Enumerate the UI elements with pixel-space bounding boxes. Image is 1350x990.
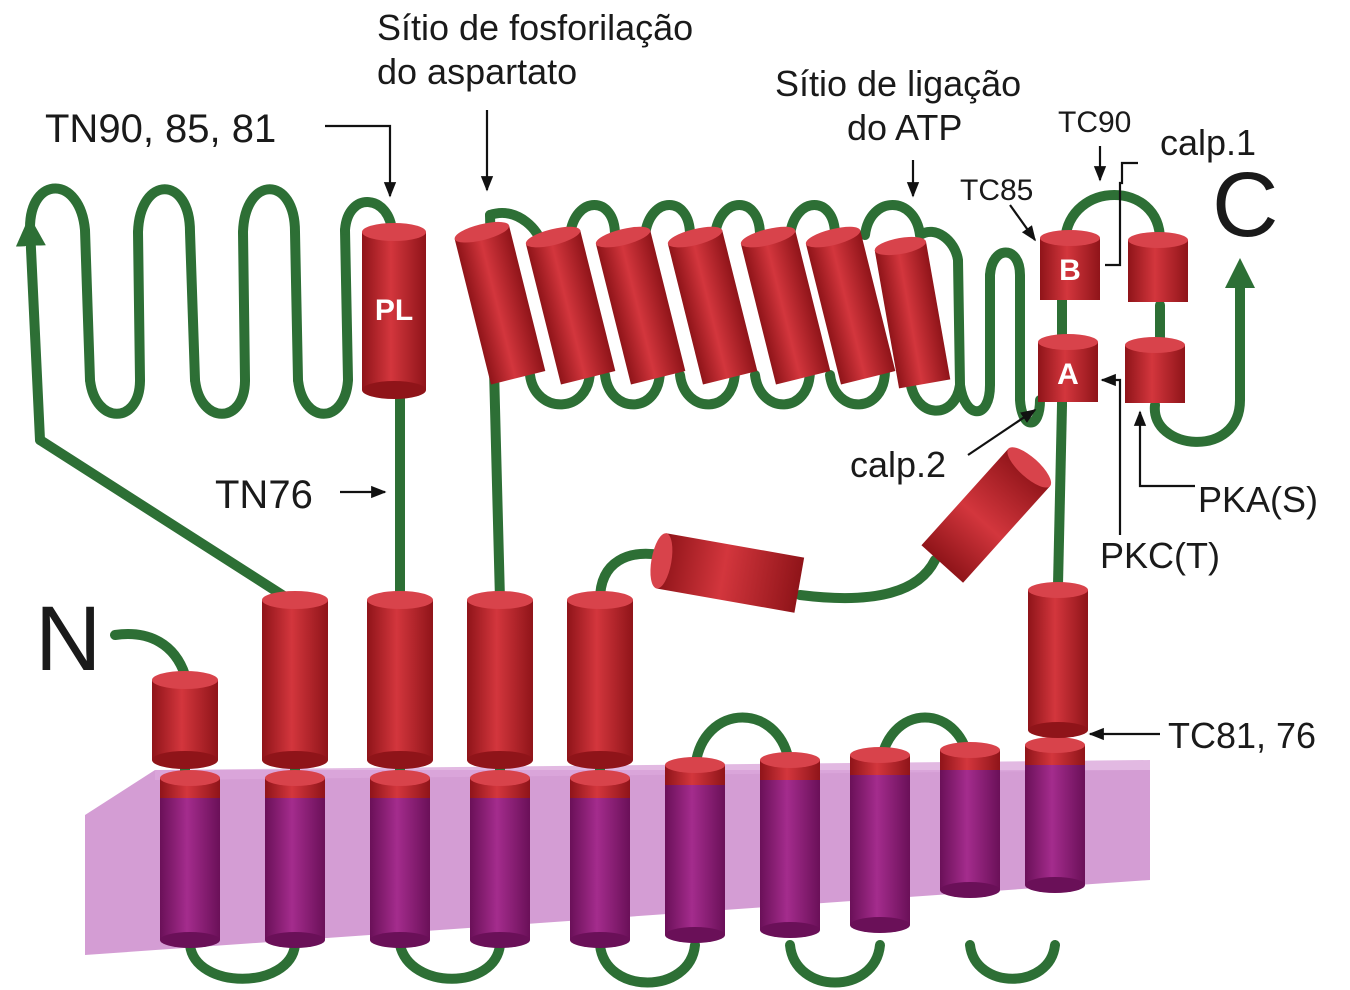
helix-a: A (1038, 334, 1098, 402)
tm-helix-5 (570, 770, 630, 948)
calp1-label: calp.1 (1160, 122, 1256, 163)
stalk-helix-4 (467, 591, 533, 769)
pl-helix: PL (362, 223, 426, 399)
stalk-helix-3 (367, 591, 433, 769)
calp2-label: calp.2 (850, 444, 946, 485)
p-domain-helices (453, 218, 951, 389)
helix-a2 (1125, 337, 1185, 403)
stalk-helix-5 (567, 591, 633, 769)
pka-label: PKA(S) (1198, 479, 1318, 520)
stalk-helices (152, 582, 1088, 769)
phospho-site-label-2: do aspartato (377, 51, 577, 92)
stalk-helix-2 (262, 591, 328, 769)
n-terminus-label: N (35, 588, 101, 690)
helix-b2 (1128, 232, 1188, 302)
tc81-76-label: TC81, 76 (1168, 715, 1316, 756)
phospho-site-label-1: Sítio de fosforilação (377, 7, 693, 48)
pkc-label: PKC(T) (1100, 535, 1220, 576)
tm-helix-3 (370, 770, 430, 948)
atp-site-label-2: do ATP (847, 107, 962, 148)
atp-site-label-1: Sítio de ligação (775, 63, 1021, 104)
tm-helix-8 (850, 747, 910, 933)
tn76-label: TN76 (215, 473, 313, 517)
tm-helix-1 (160, 770, 220, 948)
pl-label: PL (375, 294, 413, 327)
helix-b: B (1040, 230, 1100, 300)
stalk-helix-1 (152, 671, 218, 769)
tm-helix-9 (940, 742, 1000, 898)
a-label: A (1057, 358, 1079, 391)
tc90-label: TC90 (1058, 106, 1131, 139)
b-label: B (1059, 254, 1081, 287)
tc85-label: TC85 (960, 174, 1033, 207)
tm-helix-2 (265, 770, 325, 948)
tm-helix-7 (760, 752, 820, 938)
tm-helix-6 (665, 757, 725, 943)
tm-helix-10 (1025, 737, 1085, 893)
tm-helix-4 (470, 770, 530, 948)
tn-90-85-81-label: TN90, 85, 81 (45, 107, 276, 151)
stalk-helix-10 (1028, 582, 1088, 738)
c-terminus-label: C (1212, 154, 1278, 256)
